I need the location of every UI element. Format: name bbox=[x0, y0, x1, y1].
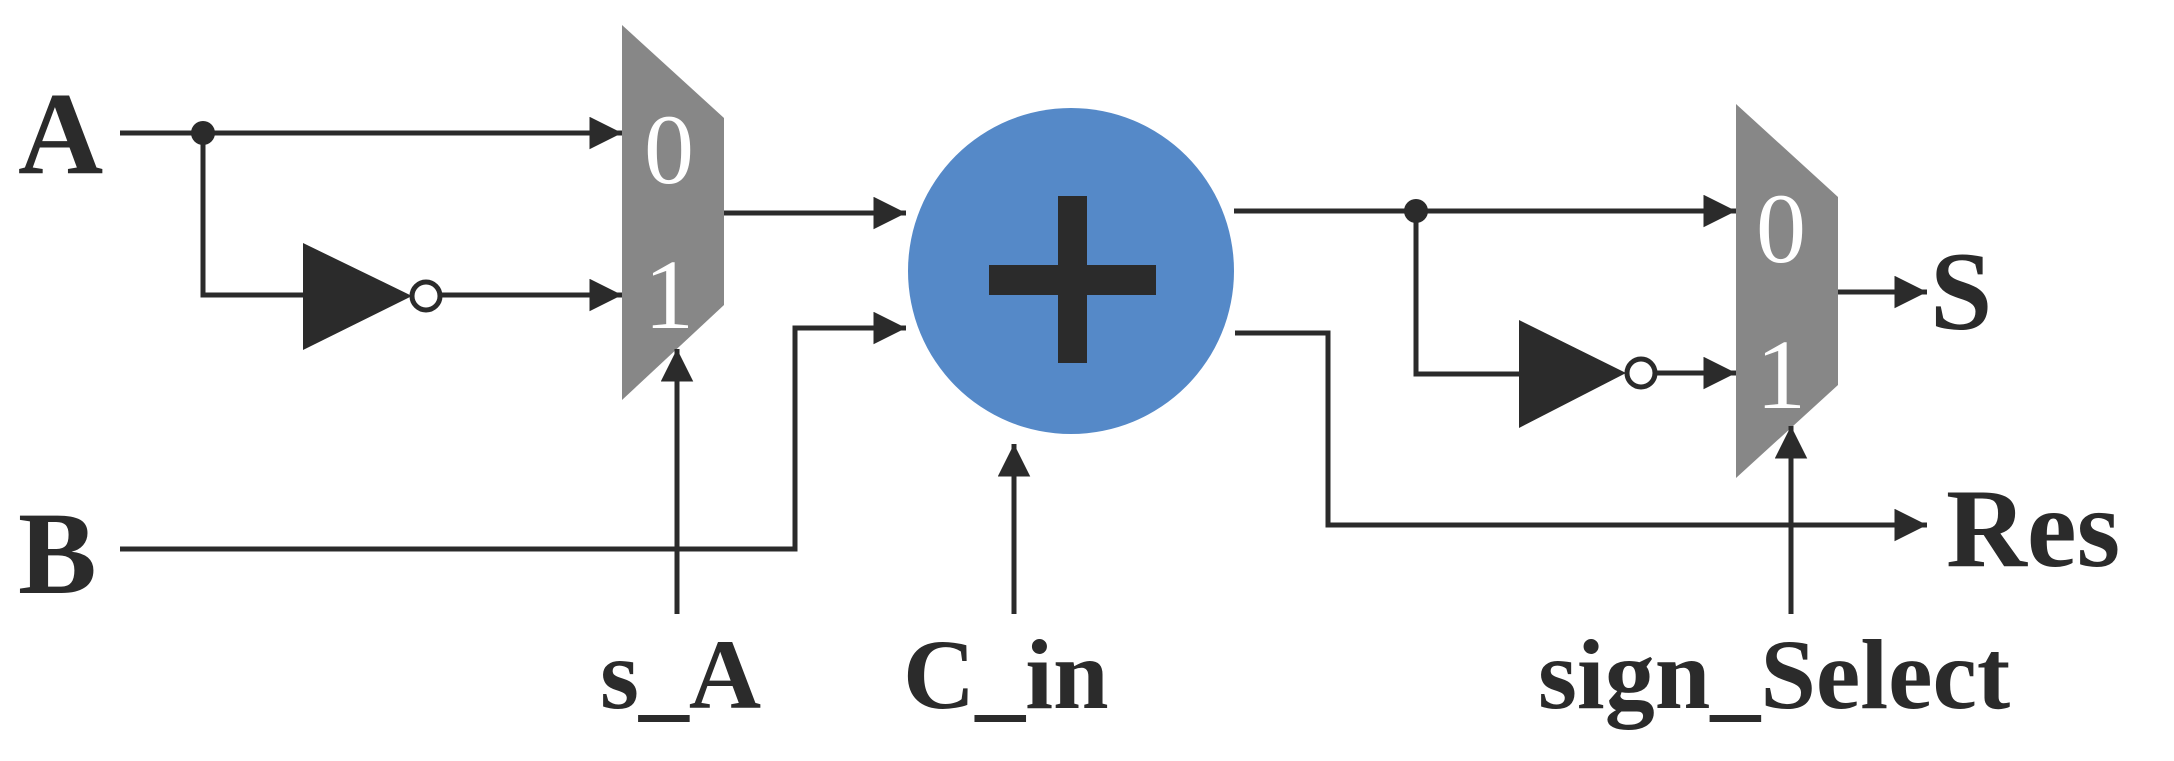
mux-a-input1-label: 1 bbox=[644, 239, 694, 350]
wire-a-to-inverter-a bbox=[200, 133, 305, 298]
output-s-label: S bbox=[1930, 230, 1992, 354]
wire-sum-to-inverter-s bbox=[1413, 211, 1522, 377]
sign-select-label: sign_Select bbox=[1538, 619, 2010, 730]
input-a-label: A bbox=[18, 68, 103, 199]
carry-in-label: C_in bbox=[903, 619, 1109, 730]
plus-icon bbox=[989, 196, 1156, 363]
inverter-s-bubble bbox=[1624, 356, 1658, 390]
inverter-a bbox=[303, 243, 412, 350]
mux-s-input0-label: 0 bbox=[1756, 173, 1806, 284]
input-b-label: B bbox=[18, 488, 97, 619]
select-a-label: s_A bbox=[600, 619, 761, 730]
inverter-a-bubble bbox=[409, 279, 443, 313]
mux-a-input0-label: 0 bbox=[644, 94, 694, 205]
wire-adder-to-res bbox=[1235, 330, 1927, 542]
mux-a bbox=[622, 25, 724, 400]
output-res-label: Res bbox=[1946, 467, 2120, 591]
mux-s-input1-label: 1 bbox=[1756, 319, 1806, 430]
wire-b-to-adder bbox=[120, 311, 906, 552]
inverter-s bbox=[1519, 320, 1626, 428]
mux-s bbox=[1736, 104, 1838, 478]
